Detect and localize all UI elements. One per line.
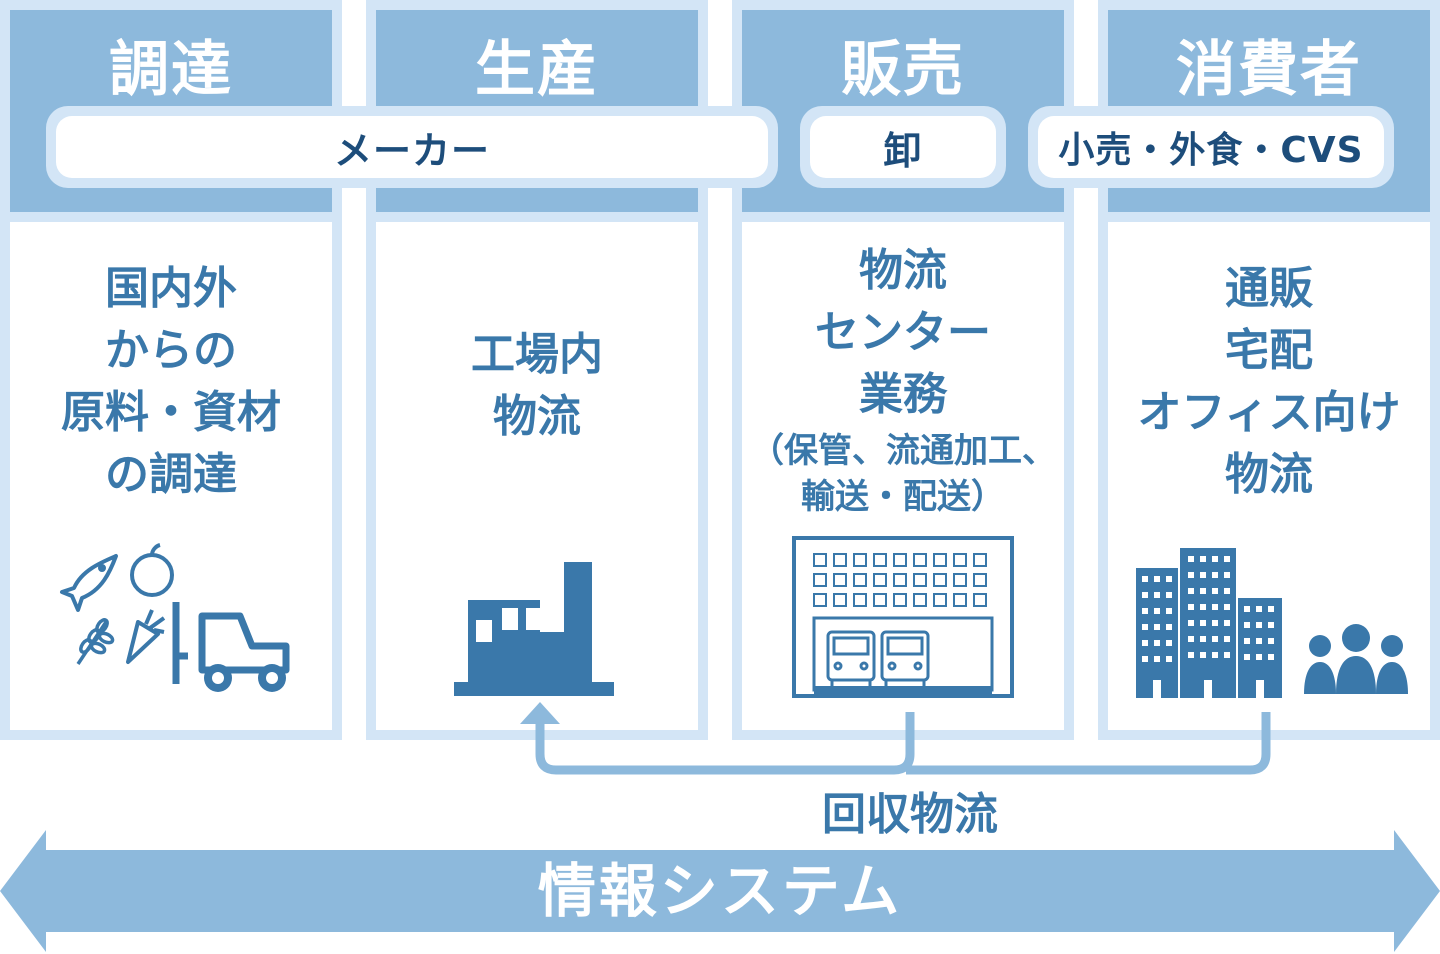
wheat-icon	[76, 618, 115, 665]
column-title: 調達	[109, 35, 233, 105]
people-icon	[1304, 624, 1408, 694]
description-line: 工場内	[471, 329, 603, 380]
wholesale-pill: 卸	[800, 106, 1006, 188]
factory-icon	[454, 562, 614, 696]
description-line: 輸送・配送）	[801, 477, 1005, 517]
wholesale-label: 卸	[810, 116, 996, 178]
fish-icon	[60, 554, 118, 612]
description-line: オフィス向け	[1137, 387, 1401, 438]
description-line: からの	[105, 325, 237, 376]
description-line: 物流	[493, 391, 581, 442]
column-description: 物流 センター 業務	[742, 240, 1064, 426]
description-line: センター	[815, 307, 991, 358]
column-description: 通販 宅配 オフィス向け 物流	[1108, 258, 1430, 506]
maker-pill: メーカー	[46, 106, 778, 188]
apple-icon	[130, 543, 174, 597]
description-line: 物流	[859, 245, 947, 296]
warehouse-trucks-icon	[792, 536, 1014, 698]
description-line: の調達	[105, 449, 237, 500]
retail-label: 小売・外食・CVS	[1038, 116, 1384, 178]
description-line: 宅配	[1225, 325, 1313, 376]
carrot-icon	[126, 609, 166, 664]
column-title: 消費者	[1176, 35, 1362, 105]
column-description-detail: （保管、流通加工、 輸送・配送）	[742, 428, 1064, 520]
description-line: 原料・資材	[61, 387, 281, 438]
column-title: 販売	[841, 35, 965, 105]
return-flow-arrow	[520, 702, 1271, 775]
forklift-icon	[172, 602, 290, 692]
column-description: 国内外 からの 原料・資材 の調達	[10, 258, 332, 506]
office-buildings-icon	[1136, 548, 1282, 698]
description-line: （保管、流通加工、	[750, 431, 1056, 471]
description-line: 通販	[1225, 263, 1313, 314]
description-line: 国内外	[105, 263, 237, 314]
info-system-arrow	[0, 830, 1440, 952]
column-description: 工場内 物流	[376, 324, 698, 448]
retail-pill: 小売・外食・CVS	[1028, 106, 1394, 188]
info-system-label: 情報システム	[537, 857, 903, 925]
return-flow-label: 回収物流	[822, 789, 998, 840]
description-line: 物流	[1225, 449, 1313, 500]
maker-label: メーカー	[56, 116, 768, 178]
description-line: 業務	[859, 369, 947, 420]
column-title: 生産	[475, 35, 599, 105]
